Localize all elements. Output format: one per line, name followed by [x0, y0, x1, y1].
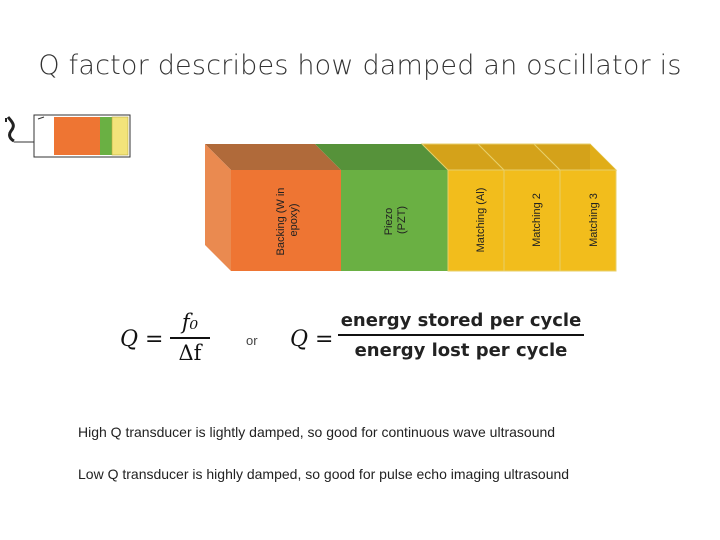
formula2-fraction-bar — [338, 334, 584, 336]
formula2-lhs: Q = — [290, 327, 334, 352]
formula1-numerator: f₀ — [181, 310, 199, 334]
low-q-note: Low Q transducer is highly damped, so go… — [78, 466, 570, 482]
q-frequency-formula: Q = f₀ Δf — [120, 310, 210, 370]
layer-backing: Backing (W in epoxy) — [205, 144, 341, 271]
thumb-matching — [111, 116, 129, 156]
layer-matching-al: Matching (Al) — [420, 143, 506, 272]
formula1-fraction-bar — [170, 337, 210, 339]
layer-label-piezo: Piezo (PZT) — [383, 205, 408, 236]
formula2-fraction: energy stored per cycle energy lost per … — [338, 310, 584, 361]
layer-matching-2: Matching 2 — [476, 143, 562, 272]
thumb-piezo — [100, 117, 112, 155]
q-energy-formula: Q = energy stored per cycle energy lost … — [290, 310, 590, 370]
transducer-thumbnail — [5, 114, 131, 158]
formula2-numerator: energy stored per cycle — [340, 310, 582, 331]
formula1-denominator: Δf — [178, 341, 202, 365]
layer-label-backing: Backing (W in epoxy) — [275, 185, 300, 256]
layer-piezo: Piezo (PZT) — [315, 144, 448, 271]
layer-label-matching-3: Matching 3 — [588, 193, 600, 247]
transducer-layer-diagram: Backing (W in epoxy) Piezo (PZT) Matchin… — [5, 114, 618, 272]
thumb-backing — [54, 117, 100, 155]
formula2-denominator: energy lost per cycle — [354, 340, 568, 361]
layer-label-matching-2: Matching 2 — [531, 193, 543, 247]
or-label: or — [246, 333, 258, 348]
formula1-fraction: f₀ Δf — [170, 310, 210, 365]
formula1-lhs: Q = — [120, 327, 164, 352]
layer-label-matching-al: Matching (Al) — [475, 188, 487, 253]
high-q-note: High Q transducer is lightly damped, so … — [78, 424, 556, 440]
slide-title: Q factor describes how damped an oscilla… — [38, 50, 682, 81]
layer-matching-3: Matching 3 — [532, 143, 618, 272]
